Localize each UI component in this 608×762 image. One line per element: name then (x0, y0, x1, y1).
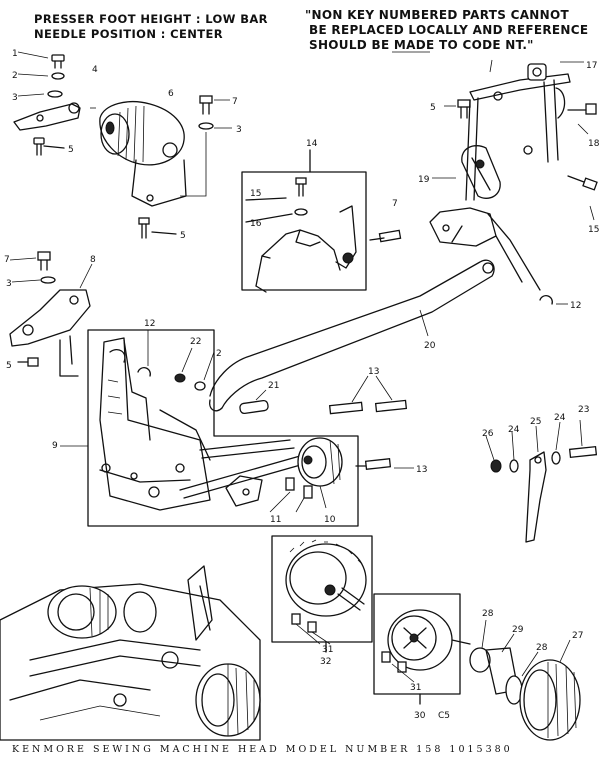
callout-label: 21 (268, 381, 279, 391)
presser-foot-bracket-8-drawing (9, 251, 93, 377)
callout-label: 20 (424, 341, 436, 351)
linkage-screws-drawing (174, 347, 408, 415)
callout-label: 5 (68, 145, 74, 155)
callout-label: 17 (586, 61, 597, 71)
part-14-inset-box (241, 149, 402, 293)
callout-label: 12 (144, 319, 155, 329)
stitch-knob-drawing (469, 619, 581, 741)
replacement-note-line1: "NON KEY NUMBERED PARTS CANNOT (305, 8, 569, 22)
callout-label: 8 (90, 255, 96, 265)
callout-label: 9 (52, 441, 58, 451)
replacement-note-line3: SHOULD BE MADE TO CODE NT." (309, 38, 534, 52)
callout-label: 18 (588, 139, 600, 149)
callout-label: 15 (588, 225, 599, 235)
part-9-inset-box (60, 329, 414, 527)
callout-label: 24 (508, 425, 520, 435)
callout-label: 7 (232, 97, 238, 107)
callout-label: 2 (216, 349, 222, 359)
callout-label: 15 (250, 189, 261, 199)
callout-label: 22 (190, 337, 201, 347)
callout-label: 5 (430, 103, 436, 113)
callout-label: 7 (392, 199, 398, 209)
part-32-inset-box (271, 535, 373, 653)
callout-label: 11 (270, 515, 281, 525)
callout-label: 13 (368, 367, 379, 377)
callout-label: 12 (570, 301, 581, 311)
callout-label: 31 (410, 683, 421, 693)
callout-label: C5 (438, 711, 450, 721)
callout-label: 13 (416, 465, 427, 475)
callout-label: 5 (180, 231, 186, 241)
model-number-footer: KENMORE SEWING MACHINE HEAD MODEL NUMBER… (12, 744, 513, 755)
part-30-inset-box (373, 593, 471, 705)
needle-position-label: NEEDLE POSITION : CENTER (34, 27, 224, 41)
callout-label: 6 (168, 89, 174, 99)
callout-label: 32 (320, 657, 331, 667)
callout-label: 7 (4, 255, 10, 265)
callout-label: 28 (536, 643, 548, 653)
callout-label: 31 (322, 645, 333, 655)
callout-label: 24 (554, 413, 566, 423)
callout-label: 28 (482, 609, 494, 619)
connecting-rod-20-drawing (209, 259, 568, 412)
callout-label: 30 (414, 711, 426, 721)
callout-label: 14 (306, 139, 318, 149)
callout-label: 3 (6, 279, 12, 289)
callout-label: 3 (12, 93, 18, 103)
callout-label: 27 (572, 631, 583, 641)
callout-label: 23 (578, 405, 589, 415)
callout-label: 4 (92, 65, 98, 75)
feed-link-parts-drawing (485, 419, 598, 543)
callout-labels: 1 2 3 4 6 7 3 5 5 14 15 16 7 5 17 18 19 … (4, 49, 600, 721)
upper-right-linkage-drawing (392, 51, 598, 291)
replacement-note-line2: BE REPLACED LOCALLY AND REFERENCE (309, 23, 589, 37)
callout-label: 10 (324, 515, 336, 525)
callout-label: 26 (482, 429, 494, 439)
callout-label: 25 (530, 417, 541, 427)
presser-foot-height-label: PRESSER FOOT HEIGHT : LOW BAR (34, 12, 268, 26)
callout-label: 5 (6, 361, 12, 371)
assembled-mechanism-drawing (0, 565, 261, 741)
presser-bar-bracket-drawing (13, 51, 232, 239)
callout-label: 2 (12, 71, 18, 81)
callout-label: 29 (512, 625, 524, 635)
callout-label: 16 (250, 219, 262, 229)
callout-label: 1 (12, 49, 18, 59)
callout-label: 3 (236, 125, 242, 135)
callout-label: 19 (418, 175, 430, 185)
